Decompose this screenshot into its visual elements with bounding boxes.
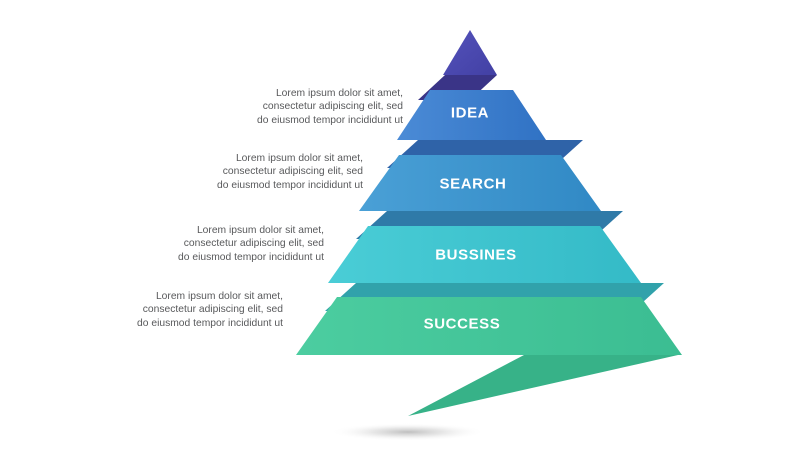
description-bussines: Lorem ipsum dolor sit amet, consectetur … — [178, 225, 324, 263]
success-tail — [408, 355, 678, 416]
description-success: Lorem ipsum dolor sit amet, consectetur … — [137, 291, 283, 329]
idea-band — [397, 90, 546, 140]
success-band — [296, 297, 682, 355]
bussines-band — [328, 226, 641, 283]
apex-triangle — [443, 30, 497, 75]
ground-shadow — [330, 423, 486, 441]
description-idea: Lorem ipsum dolor sit amet, consectetur … — [257, 88, 403, 126]
search-band — [359, 155, 601, 211]
description-search: Lorem ipsum dolor sit amet, consectetur … — [217, 153, 363, 191]
